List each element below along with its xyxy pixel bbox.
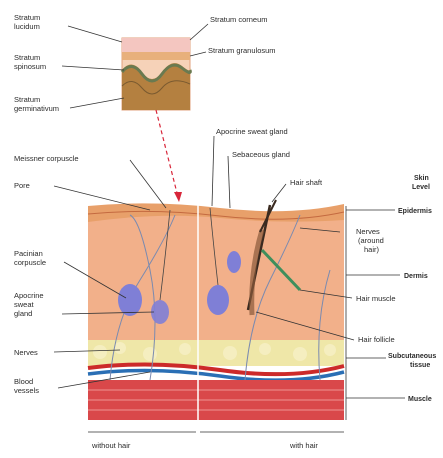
label-stratum-spinosum-1: Stratum: [14, 53, 40, 62]
label-with-hair: with hair: [289, 441, 318, 450]
label-skin-level-2: Level: [412, 184, 430, 191]
label-nerves-right-3: hair): [364, 245, 380, 254]
label-stratum-germinativum-2: germinativum: [14, 104, 59, 113]
label-hair-shaft: Hair shaft: [290, 178, 323, 187]
label-meissner-corpuscle: Meissner corpuscle: [14, 154, 79, 163]
label-stratum-spinosum-2: spinosum: [14, 62, 46, 71]
label-pacinian-corpuscle-1: Pacinian: [14, 249, 43, 258]
label-stratum-corneum: Stratum corneum: [210, 15, 268, 24]
label-hair-muscle: Hair muscle: [356, 294, 396, 303]
label-apocrine-sweat-gland-top: Apocrine sweat gland: [216, 127, 288, 136]
label-subcutaneous-2: tissue: [410, 362, 430, 369]
label-stratum-germinativum-1: Stratum: [14, 95, 40, 104]
label-blood-vessels-2: vessels: [14, 386, 39, 395]
zoom-arrow-head: [174, 192, 182, 202]
label-without-hair: without hair: [91, 441, 131, 450]
label-apocrine-left-2: sweat: [14, 300, 35, 309]
epidermis-inset: [122, 38, 190, 110]
label-stratum-lucidum-1: Stratum: [14, 13, 40, 22]
label-subcutaneous-1: Subcutaneous: [388, 353, 436, 360]
label-epidermis: Epidermis: [398, 208, 432, 215]
label-apocrine-left-3: gland: [14, 309, 32, 318]
skin-cross-section: [88, 200, 344, 430]
zoom-arrow-line: [156, 110, 178, 197]
label-sebaceous-gland: Sebaceous gland: [232, 150, 290, 159]
label-stratum-lucidum-2: lucidum: [14, 22, 40, 31]
label-nerves-left: Nerves: [14, 348, 38, 357]
label-apocrine-left-1: Apocrine: [14, 291, 44, 300]
label-nerves-right-2: (around: [358, 236, 384, 245]
label-nerves-right-1: Nerves: [356, 227, 380, 236]
label-skin-level-1: Skin: [414, 175, 429, 182]
label-dermis: Dermis: [404, 273, 428, 280]
label-pore: Pore: [14, 181, 30, 190]
label-blood-vessels-1: Blood: [14, 377, 33, 386]
label-stratum-granulosum: Stratum granulosum: [208, 46, 276, 55]
label-pacinian-corpuscle-2: corpuscle: [14, 258, 46, 267]
label-muscle: Muscle: [408, 396, 432, 403]
label-hair-follicle: Hair follicle: [358, 335, 395, 344]
